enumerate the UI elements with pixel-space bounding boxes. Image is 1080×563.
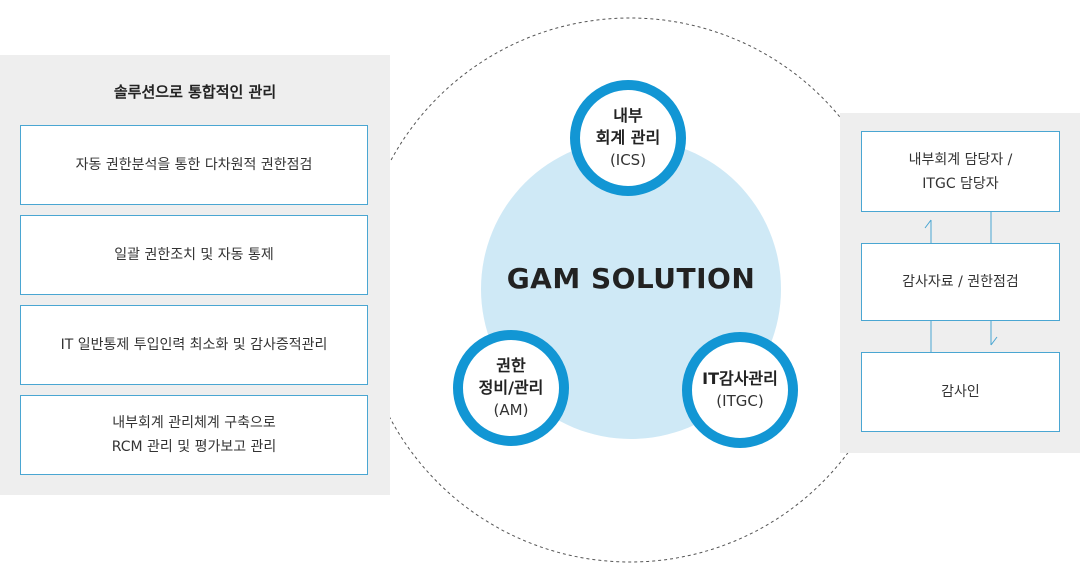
- left-panel-title: 솔루션으로 통합적인 관리: [113, 83, 277, 101]
- center-title: GAM SOLUTION: [506, 262, 756, 295]
- right-item-auditor: 감사인: [861, 352, 1060, 432]
- node-itgc-title: IT감사관리: [702, 369, 778, 388]
- node-am-sub: (AM): [493, 401, 529, 419]
- node-itgc: IT감사관리 (ITGC): [682, 332, 798, 448]
- node-itgc-sub: (ITGC): [716, 392, 764, 410]
- node-ics: 내부 회계 관리 (ICS): [570, 80, 686, 196]
- node-ics-title: 내부 회계 관리: [595, 106, 661, 147]
- left-item-4: 내부회계 관리체계 구축으로 RCM 관리 및 평가보고 관리: [20, 395, 368, 475]
- left-item-1: 자동 권한분석을 통한 다차원적 권한점검: [20, 125, 368, 205]
- node-am: 권한 정비/관리 (AM): [453, 330, 569, 446]
- right-item-staff: 내부회계 담당자 / ITGC 담당자: [861, 131, 1060, 212]
- left-item-3: IT 일반통제 투입인력 최소화 및 감사증적관리: [20, 305, 368, 385]
- arrow-up: [924, 219, 932, 243]
- left-item-2: 일괄 권한조치 및 자동 통제: [20, 215, 368, 295]
- right-item-audit-data: 감사자료 / 권한점검: [861, 243, 1060, 321]
- arrow-down: [990, 321, 998, 346]
- node-ics-sub: (ICS): [609, 151, 647, 169]
- node-am-title: 권한 정비/관리: [478, 356, 544, 397]
